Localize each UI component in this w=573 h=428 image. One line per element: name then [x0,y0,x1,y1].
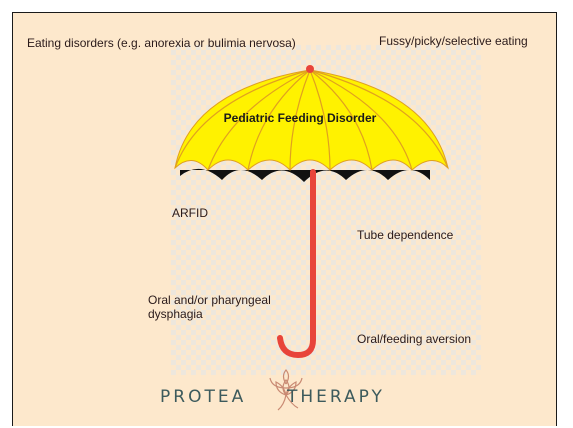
umbrella-tip [306,65,314,73]
label-dysphagia-line2: dysphagia [148,307,203,321]
logo-word-left: PROTEA [160,387,246,407]
label-fussy-eating: Fussy/picky/selective eating [379,34,528,48]
label-eating-disorders: Eating disorders (e.g. anorexia or bulim… [27,36,296,50]
logo: PROTEA THERAPY [160,387,385,407]
label-tube-dependence: Tube dependence [357,228,453,242]
label-dysphagia-line1: Oral and/or pharyngeal [148,293,271,307]
label-arfid: ARFID [172,206,208,220]
center-label: Pediatric Feeding Disorder [175,111,425,125]
logo-word-right: THERAPY [287,387,385,407]
canopy-shadow [180,169,430,182]
umbrella-handle [280,172,313,355]
label-feeding-aversion: Oral/feeding aversion [357,332,471,346]
